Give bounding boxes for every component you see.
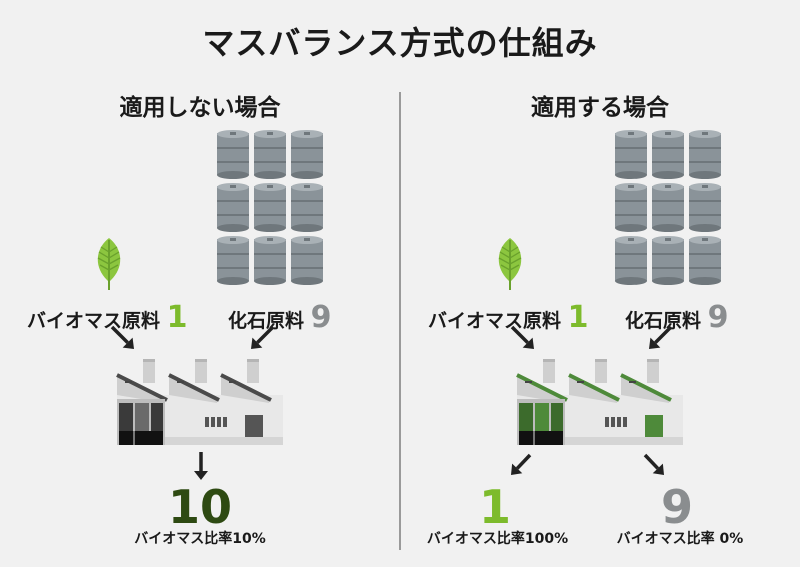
left-output-arrow-icon	[194, 452, 208, 480]
left-bio-value: 1	[166, 300, 188, 335]
right-bio-value: 1	[567, 300, 589, 335]
left-output-ratio: バイオマス比率10%	[134, 531, 266, 547]
right-fossil-value: 9	[707, 300, 729, 335]
left-leaf-icon	[97, 238, 121, 290]
left-factory-icon	[116, 359, 283, 445]
right-bio-output-arrow-icon	[511, 453, 532, 475]
page-title: マスバランス方式の仕組み	[202, 24, 598, 62]
right-bio-arrow-icon	[510, 325, 534, 349]
right-output-bio-value: 1	[478, 480, 511, 534]
left-bio-label: バイオマス原料	[27, 310, 161, 332]
right-heading: 適用する場合	[531, 95, 669, 121]
right-fossil-label: 化石原料	[625, 310, 702, 332]
left-fossil-arrow-icon	[251, 325, 275, 349]
right-barrels-icon	[615, 130, 721, 285]
right-output-bio-ratio: バイオマス比率100%	[426, 531, 569, 547]
right-output-fossil-ratio: バイオマス比率 0%	[616, 531, 744, 547]
right-factory-icon	[516, 359, 683, 445]
right-bio-label-row: バイオマス原料 1	[428, 300, 589, 335]
left-fossil-label-row: 化石原料 9	[228, 300, 332, 335]
center-divider	[399, 92, 401, 550]
right-fossil-arrow-icon	[649, 325, 673, 349]
left-fossil-value: 9	[310, 300, 332, 335]
right-leaf-icon	[498, 238, 522, 290]
left-bio-label-row: バイオマス原料 1	[27, 300, 188, 335]
left-heading: 適用しない場合	[119, 95, 281, 121]
left-barrels-icon	[217, 130, 323, 285]
left-bio-arrow-icon	[110, 325, 134, 349]
left-fossil-label: 化石原料	[228, 310, 305, 332]
left-output-value: 10	[167, 480, 232, 534]
right-fossil-output-arrow-icon	[643, 453, 664, 475]
right-fossil-label-row: 化石原料 9	[625, 300, 729, 335]
right-output-fossil-value: 9	[660, 480, 693, 534]
right-bio-label: バイオマス原料	[428, 310, 562, 332]
